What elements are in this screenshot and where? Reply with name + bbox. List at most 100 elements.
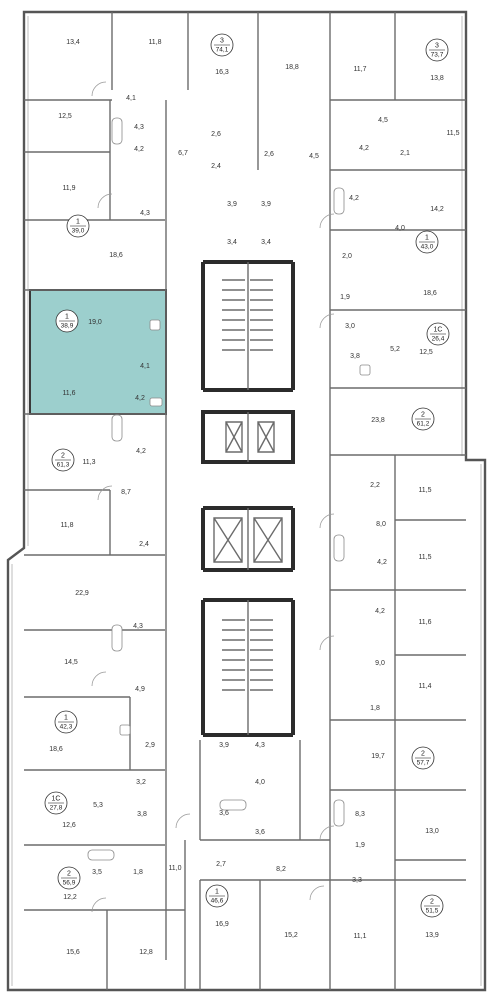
room-area-label: 11,9	[62, 185, 75, 192]
room-area-label: 19,0	[88, 319, 102, 326]
room-area-label: 11,7	[353, 66, 366, 73]
room-area-label: 11,4	[418, 683, 431, 690]
apartment-total-area: 56,9	[63, 880, 76, 887]
room-area-label: 8,7	[121, 489, 131, 496]
room-area-label: 3,5	[92, 869, 102, 876]
apartment-badge[interactable]: 261,2	[411, 407, 435, 431]
room-area-label: 15,6	[66, 949, 80, 956]
apartment-total-area: 38,9	[61, 323, 74, 330]
apartment-total-area: 26,4	[432, 336, 445, 343]
apartment-rooms: 3	[435, 42, 439, 49]
room-area-label: 5,3	[93, 802, 103, 809]
apartment-rooms: 2	[67, 870, 71, 877]
room-area-label: 11,5	[418, 554, 431, 561]
room-area-label: 4,5	[378, 117, 388, 124]
apartment-badge[interactable]: 257,7	[411, 746, 435, 770]
apartment-badge[interactable]: 373,7	[425, 38, 449, 62]
room-area-label: 2,0	[342, 253, 352, 260]
room-area-label: 3,8	[350, 353, 360, 360]
room-area-label: 4,2	[135, 395, 145, 402]
room-area-label: 4,2	[377, 559, 387, 566]
apartment-rooms: 1	[65, 313, 69, 320]
room-area-label: 13,8	[430, 75, 444, 82]
room-area-label: 3,3	[352, 877, 362, 884]
room-area-label: 14,2	[430, 206, 444, 213]
room-area-label: 2,4	[139, 541, 149, 548]
room-area-label: 3,8	[137, 811, 147, 818]
apartment-badge[interactable]: 139,0	[66, 214, 90, 238]
room-area-label: 22,9	[75, 590, 89, 597]
room-area-label: 13,4	[66, 39, 80, 46]
room-area-label: 18,6	[49, 746, 63, 753]
apartment-total-area: 74,1	[216, 47, 229, 54]
room-area-label: 4,3	[133, 623, 143, 630]
room-area-label: 12,8	[139, 949, 153, 956]
apartment-badge[interactable]: 138,9	[55, 309, 79, 333]
room-area-label: 4,1	[140, 363, 150, 370]
stairs	[222, 279, 273, 691]
apartment-total-area: 43,0	[421, 244, 434, 251]
room-area-label: 11,1	[353, 933, 366, 940]
room-area-label: 11,6	[62, 390, 75, 397]
room-area-label: 2,9	[145, 742, 155, 749]
apartment-total-area: 61,3	[57, 462, 70, 469]
apartment-rooms: 2	[421, 750, 425, 757]
apartment-badge[interactable]: 256,9	[57, 866, 81, 890]
apartment-badge[interactable]: 142,3	[54, 710, 78, 734]
room-area-label: 3,4	[261, 239, 271, 246]
room-area-label: 4,9	[135, 686, 145, 693]
room-area-label: 6,7	[178, 150, 188, 157]
room-area-label: 9,0	[375, 660, 385, 667]
room-area-label: 3,6	[255, 829, 265, 836]
room-area-label: 2,6	[211, 131, 221, 138]
room-area-label: 11,5	[446, 130, 459, 137]
highlighted-apartment[interactable]	[29, 289, 167, 415]
room-area-label: 1,8	[133, 869, 143, 876]
elevators	[213, 421, 283, 563]
apartment-total-area: 73,7	[431, 52, 444, 59]
apartment-rooms: 1C	[52, 795, 61, 802]
room-area-label: 5,2	[390, 346, 400, 353]
apartment-rooms: 1	[425, 234, 429, 241]
apartment-badge[interactable]: 143,0	[415, 230, 439, 254]
bathroom-fixtures	[87, 117, 371, 861]
room-area-label: 3,4	[227, 239, 237, 246]
apartment-badge[interactable]: 261,3	[51, 448, 75, 472]
room-area-label: 1,8	[370, 705, 380, 712]
room-area-label: 4,1	[126, 95, 136, 102]
apartment-rooms: 1	[215, 888, 219, 895]
apartment-badge[interactable]: 146,6	[205, 884, 229, 908]
apartment-badge[interactable]: 1C 26,4	[426, 322, 450, 346]
apartment-total-area: 51,5	[426, 908, 439, 915]
apartment-rooms: 1C	[434, 326, 443, 333]
room-area-label: 15,2	[284, 932, 298, 939]
room-area-label: 3,9	[219, 742, 229, 749]
room-area-label: 12,5	[419, 349, 433, 356]
room-area-label: 4,2	[349, 195, 359, 202]
room-area-label: 3,0	[345, 323, 355, 330]
room-area-label: 16,9	[215, 921, 229, 928]
room-area-label: 18,6	[423, 290, 437, 297]
room-area-label: 4,0	[255, 779, 265, 786]
apartment-rooms: 2	[430, 898, 434, 905]
room-area-label: 18,6	[109, 252, 123, 259]
apartment-total-area: 27,8	[50, 805, 63, 812]
apartment-badge[interactable]: 1C 27,8	[44, 791, 68, 815]
room-area-label: 3,9	[261, 201, 271, 208]
room-area-label: 18,8	[285, 64, 299, 71]
room-area-label: 8,0	[376, 521, 386, 528]
room-area-label: 4,2	[136, 448, 146, 455]
room-area-label: 2,6	[264, 151, 274, 158]
apartment-badge[interactable]: 374,1	[210, 33, 234, 57]
apartment-total-area: 57,7	[417, 760, 430, 767]
room-area-label: 4,2	[375, 608, 385, 615]
room-area-label: 4,0	[395, 225, 405, 232]
room-area-label: 11,0	[168, 865, 181, 872]
room-area-label: 13,9	[425, 932, 439, 939]
room-area-label: 3,6	[219, 810, 229, 817]
apartment-total-area: 46,6	[211, 898, 224, 905]
apartment-badge[interactable]: 251,5	[420, 894, 444, 918]
